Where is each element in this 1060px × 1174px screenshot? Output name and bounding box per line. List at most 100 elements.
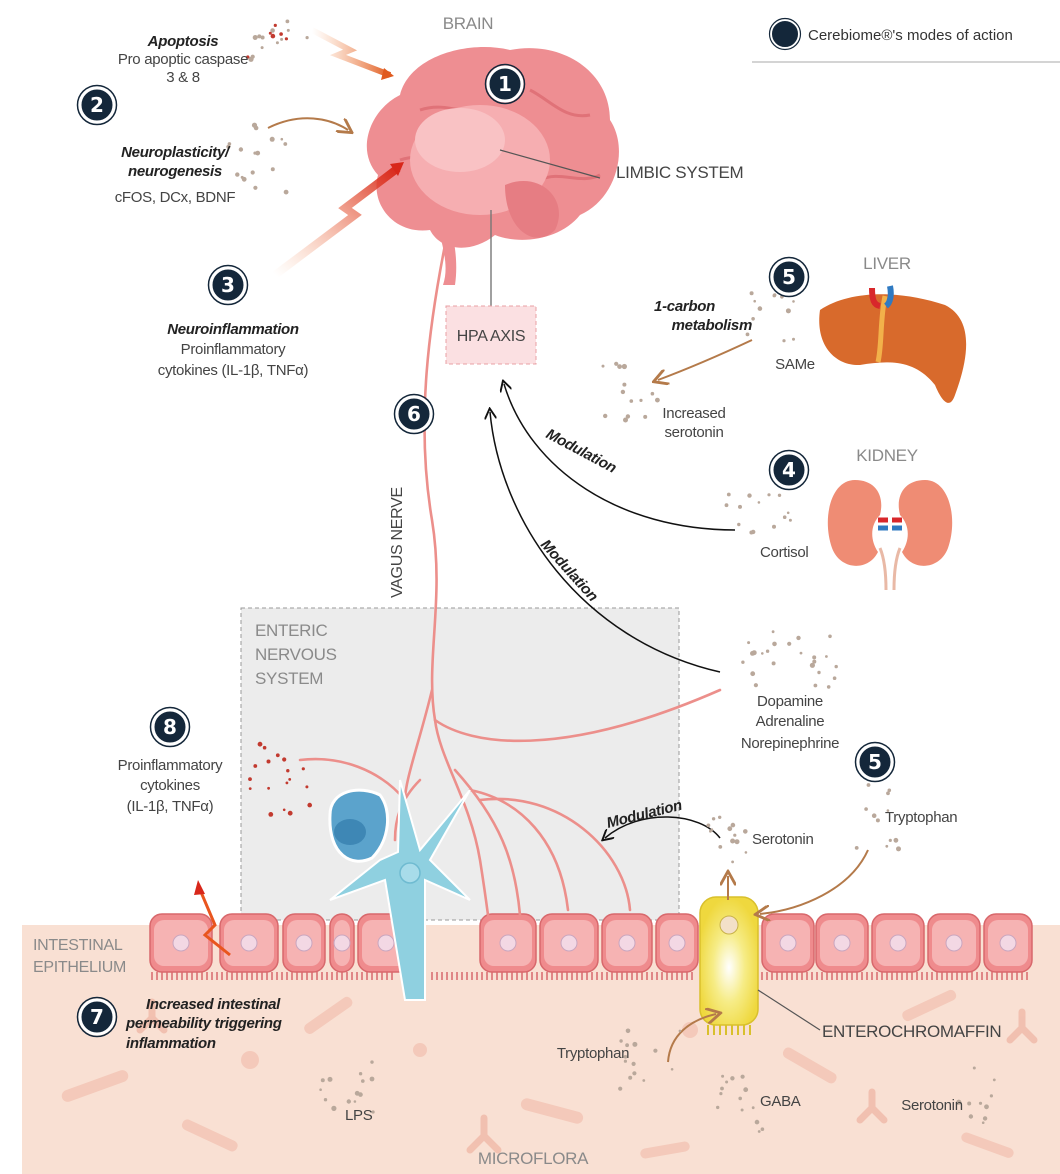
epithelial-cell bbox=[480, 914, 536, 972]
molecule-dot bbox=[280, 38, 283, 41]
molecule-dot bbox=[276, 753, 280, 757]
molecule-dot bbox=[286, 782, 289, 785]
liver-illustration bbox=[819, 286, 966, 403]
molecule-dot bbox=[867, 783, 871, 787]
epithelial-cell bbox=[602, 914, 652, 972]
molecule-dot bbox=[733, 834, 736, 837]
molecule-dot bbox=[758, 501, 761, 504]
molecule-dot bbox=[602, 365, 605, 368]
neuroplasticity-title-line-2: neurogenesis bbox=[128, 163, 222, 180]
molecule-dot bbox=[257, 34, 261, 38]
neuroplasticity-title-line-1: Neuroplasticity/ bbox=[121, 144, 231, 161]
epithelial-cell bbox=[656, 914, 698, 972]
molecule-dot bbox=[628, 1076, 632, 1080]
molecule-dot bbox=[761, 652, 764, 655]
molecule-dot bbox=[653, 1049, 657, 1053]
molecule-dot bbox=[772, 661, 776, 665]
molecule-dot bbox=[249, 787, 252, 790]
molecule-dot bbox=[767, 493, 770, 496]
molecule-dot bbox=[872, 813, 877, 818]
molecule-dot bbox=[755, 1120, 760, 1125]
molecule-dot bbox=[783, 515, 787, 519]
molecule-dot bbox=[812, 655, 816, 659]
epithelial-cell bbox=[872, 914, 924, 972]
molecule-dot bbox=[792, 338, 795, 341]
epithelial-cell bbox=[540, 914, 598, 972]
molecule-dot bbox=[772, 630, 775, 633]
molecule-dot bbox=[370, 1077, 375, 1082]
neuroinflammation-title: Neuroinflammation bbox=[167, 321, 299, 338]
modulation-label-catecholamines: Modulation bbox=[537, 536, 601, 605]
molecule-dot bbox=[251, 170, 255, 174]
molecule-dot bbox=[707, 824, 711, 828]
ens-label-line-2: NERVOUS bbox=[255, 645, 337, 664]
molecule-dot bbox=[242, 177, 247, 182]
molecule-dot bbox=[679, 1030, 682, 1033]
molecule-dot bbox=[253, 186, 257, 190]
molecule-dot bbox=[267, 760, 271, 764]
molecule-dot bbox=[306, 36, 309, 39]
mode-badge-4: 4 bbox=[770, 451, 809, 490]
molecule-dot bbox=[622, 383, 626, 387]
molecule-dot bbox=[766, 650, 769, 653]
molecule-dot bbox=[716, 1106, 719, 1109]
same-label: SAMe bbox=[775, 356, 815, 373]
molecule-dot bbox=[778, 494, 781, 497]
molecule-dot bbox=[282, 757, 286, 761]
molecule-dot bbox=[787, 642, 791, 646]
molecule-dot bbox=[283, 809, 286, 812]
epithelial-cell bbox=[220, 914, 278, 972]
modulation-label-cortisol: Modulation bbox=[543, 426, 619, 477]
permeability-line-1: Increased intestinal bbox=[146, 996, 281, 1013]
molecule-dot bbox=[731, 823, 736, 828]
epithelial-cell bbox=[816, 914, 868, 972]
molecule-dot bbox=[269, 32, 272, 35]
molecule-dot bbox=[979, 1102, 982, 1105]
mode-badge-1: 1 bbox=[486, 65, 525, 104]
molecule-dot bbox=[889, 839, 892, 842]
molecule-dot bbox=[752, 1106, 755, 1109]
permeability-line-3: inflammation bbox=[126, 1035, 216, 1052]
molecule-dot bbox=[619, 1039, 622, 1042]
molecule-dot bbox=[361, 1079, 365, 1083]
molecule-dot bbox=[753, 300, 756, 303]
mode-badge-1-number: 1 bbox=[498, 72, 512, 96]
molecule-dot bbox=[730, 839, 735, 844]
molecule-dot bbox=[747, 493, 751, 497]
molecule-dot bbox=[982, 1121, 985, 1124]
molecule-dot bbox=[354, 1100, 357, 1103]
proinflammatory-gut-line-2: cytokines bbox=[140, 777, 200, 794]
molecule-dot bbox=[271, 34, 276, 39]
molecule-dot bbox=[270, 137, 275, 142]
molecule-dot bbox=[743, 829, 748, 834]
serotonin-lower-label: Serotonin bbox=[901, 1097, 963, 1114]
vagus-nerve-label: VAGUS NERVE bbox=[389, 487, 406, 598]
molecule-dot bbox=[758, 306, 763, 311]
molecule-dot bbox=[772, 642, 777, 647]
molecule-dot bbox=[614, 362, 618, 366]
molecule-dot bbox=[671, 1068, 674, 1071]
molecule-dot bbox=[719, 1092, 722, 1095]
molecule-dot bbox=[730, 1076, 734, 1080]
adrenaline-label: Adrenaline bbox=[756, 713, 825, 730]
molecule-dot bbox=[274, 24, 277, 27]
molecule-dot bbox=[630, 399, 634, 403]
limbic-system-label: LIMBIC SYSTEM bbox=[616, 163, 743, 182]
molecule-dot bbox=[287, 29, 290, 32]
epithelial-cell bbox=[984, 914, 1032, 972]
increased-serotonin-line-1: Increased bbox=[662, 405, 725, 422]
apoptosis-detail-line-2: 3 & 8 bbox=[166, 69, 200, 86]
mode-badge-5-gut: 5 bbox=[856, 743, 895, 782]
molecule-dot bbox=[812, 660, 816, 664]
mode-badge-5-liver: 5 bbox=[770, 258, 809, 297]
molecule-dot bbox=[743, 1087, 748, 1092]
molecule-dot bbox=[642, 1079, 645, 1082]
molecule-dot bbox=[758, 1130, 761, 1133]
molecule-dot bbox=[268, 812, 273, 817]
proinflammatory-gut-line-3: (IL-1β, TNFα) bbox=[127, 798, 214, 815]
molecule-dot bbox=[973, 1067, 976, 1070]
molecule-dot bbox=[331, 1106, 336, 1111]
molecule-dot bbox=[747, 641, 750, 644]
molecule-dot bbox=[738, 505, 742, 509]
molecule-dot bbox=[735, 839, 740, 844]
